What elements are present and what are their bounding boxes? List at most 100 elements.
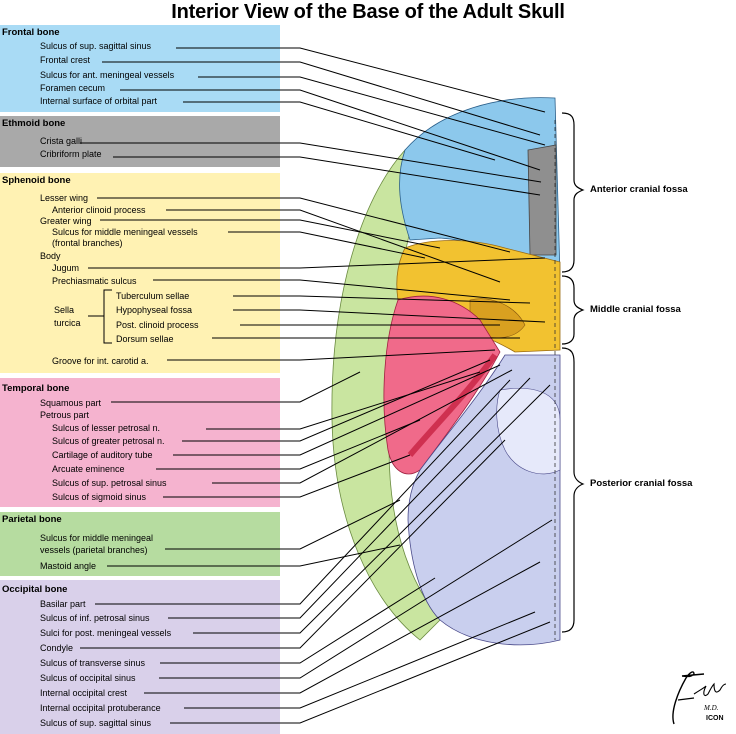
leader-line <box>156 419 421 470</box>
leader-line <box>206 371 481 430</box>
leader-line <box>170 621 551 724</box>
leader-line <box>95 379 511 605</box>
leader-line <box>100 219 441 249</box>
fossa-label-anterior: Anterior cranial fossa <box>590 184 688 195</box>
label-turcica: turcica <box>54 318 81 328</box>
label-sulcus-transverse: Sulcus of transverse sinus <box>40 658 146 668</box>
leader-line <box>193 384 551 634</box>
label-anterior-clinoid-process: Anterior clinoid process <box>52 205 146 215</box>
bracket-anterior <box>561 112 585 273</box>
leader-line <box>102 61 541 136</box>
label-sulcus-inf-petrosal: Sulcus of inf. petrosal sinus <box>40 613 150 623</box>
label-internal-occipital-crest: Internal occipital crest <box>40 688 128 698</box>
frontal-bone-panel: Frontal bone Sulcus of sup. sagittal sin… <box>0 25 280 112</box>
label-basilar-part: Basilar part <box>40 599 86 609</box>
label-cribriform-plate: Cribriform plate <box>40 149 102 159</box>
leader-line <box>113 156 541 196</box>
bracket-posterior <box>561 347 585 633</box>
leader-line <box>88 257 546 269</box>
label-mastoid-angle: Mastoid angle <box>40 561 97 571</box>
signature-suffix: M.D. <box>703 704 719 712</box>
leader-line <box>107 544 401 567</box>
label-sulcus-sup-sagittal-occipital: Sulcus of sup. sagittal sinus <box>40 718 152 728</box>
sphenoid-bone-panel: Sphenoid bone Lesser wing Anterior clino… <box>0 173 280 373</box>
occipital-bone-header: Occipital bone <box>2 584 68 595</box>
leader-line <box>165 499 401 550</box>
leader-line <box>173 364 501 456</box>
fossa-label-middle: Middle cranial fossa <box>590 304 681 315</box>
temporal-bone-panel: Temporal bone Squamous part Petrous part… <box>0 378 280 507</box>
label-sulcus-middle-meningeal-parietal: Sulcus for middle meningeal <box>40 533 154 543</box>
leader-line <box>228 231 426 259</box>
parietal-bone-panel: Parietal bone Sulcus for middle meningea… <box>0 512 280 576</box>
label-hypophyseal-fossa: Hypophyseal fossa <box>116 305 193 315</box>
sphenoid-bone-header: Sphenoid bone <box>2 175 71 186</box>
leader-line <box>153 279 511 301</box>
label-sulcus-occipital: Sulcus of occipital sinus <box>40 673 136 683</box>
temporal-bone-header: Temporal bone <box>2 383 70 394</box>
leader-line <box>97 197 511 253</box>
petrous-ridge <box>407 353 498 457</box>
frontal-bone-header: Frontal bone <box>2 27 60 38</box>
label-sulcus-sigmoid: Sulcus of sigmoid sinus <box>52 492 147 502</box>
label-post-clinoid-process: Post. clinoid process <box>116 320 199 330</box>
leader-line <box>182 359 491 442</box>
ethmoid-bone-region <box>527 144 557 256</box>
label-frontal-branches: (frontal branches) <box>52 238 123 248</box>
signature-mark: ICON <box>706 715 724 722</box>
label-lesser-wing: Lesser wing <box>40 193 89 203</box>
leader-line <box>163 454 411 498</box>
leader-line <box>167 349 496 361</box>
leader-line <box>144 561 541 694</box>
leader-line <box>160 577 436 664</box>
netter-signature: M.D. ICON <box>672 671 727 725</box>
ethmoid-bone-header: Ethmoid bone <box>2 118 66 129</box>
leader-line <box>111 371 361 403</box>
leader-line <box>166 209 501 283</box>
label-sulcus-sup-sagittal-sinus: Sulcus of sup. sagittal sinus <box>40 41 152 51</box>
label-prechiasmatic-sulcus: Prechiasmatic sulcus <box>52 276 137 286</box>
label-petrous-part: Petrous part <box>40 410 90 420</box>
label-crista-galli: Crista galli <box>40 136 83 146</box>
label-dorsum-sellae: Dorsum sellae <box>116 334 174 344</box>
leader-line <box>159 519 553 679</box>
label-tuberculum-sellae: Tuberculum sellae <box>116 291 190 301</box>
leader-line <box>212 369 513 484</box>
fossa-label-posterior: Posterior cranial fossa <box>590 478 693 489</box>
ethmoid-bone-panel: Ethmoid bone Crista galli Cribriform pla… <box>0 116 280 167</box>
leader-line <box>183 101 496 161</box>
parietal-bone-header: Parietal bone <box>2 514 62 525</box>
leader-line <box>184 611 536 709</box>
leader-line <box>80 142 542 183</box>
foramen-magnum <box>496 388 561 475</box>
label-condyle: Condyle <box>40 643 74 653</box>
label-groove-int-carotid: Groove for int. carotid a. <box>52 356 149 366</box>
leader-line <box>198 76 546 146</box>
label-greater-wing: Greater wing <box>40 216 92 226</box>
label-parietal-branches: vessels (parietal branches) <box>40 545 148 555</box>
label-frontal-crest: Frontal crest <box>40 55 91 65</box>
label-body: Body <box>40 251 61 261</box>
label-foramen-cecum: Foramen cecum <box>40 83 106 93</box>
leader-line <box>233 309 546 323</box>
leader-line <box>120 89 541 171</box>
label-arcuate-eminence: Arcuate eminence <box>52 464 125 474</box>
leader-line <box>80 439 506 649</box>
label-squamous-part: Squamous part <box>40 398 102 408</box>
label-sulcus-sup-petrosal: Sulcus of sup. petrosal sinus <box>52 478 167 488</box>
label-sella: Sella <box>54 305 75 315</box>
label-sulcus-middle-meningeal-frontal: Sulcus for middle meningeal vessels <box>52 227 198 237</box>
page-title: Interior View of the Base of the Adult S… <box>171 1 565 23</box>
leader-line <box>233 295 531 304</box>
label-internal-occipital-protuberance: Internal occipital protuberance <box>40 703 161 713</box>
leader-line <box>168 377 531 619</box>
bracket-middle <box>561 275 585 345</box>
label-jugum: Jugum <box>52 263 80 273</box>
label-sulcus-greater-petrosal: Sulcus of greater petrosal n. <box>52 436 165 446</box>
label-sulcus-lesser-petrosal: Sulcus of lesser petrosal n. <box>52 423 161 433</box>
label-sulci-post-meningeal: Sulci for post. meningeal vessels <box>40 628 172 638</box>
leader-lines <box>80 47 553 724</box>
sella-bracket <box>103 289 112 344</box>
leader-line <box>176 47 546 113</box>
